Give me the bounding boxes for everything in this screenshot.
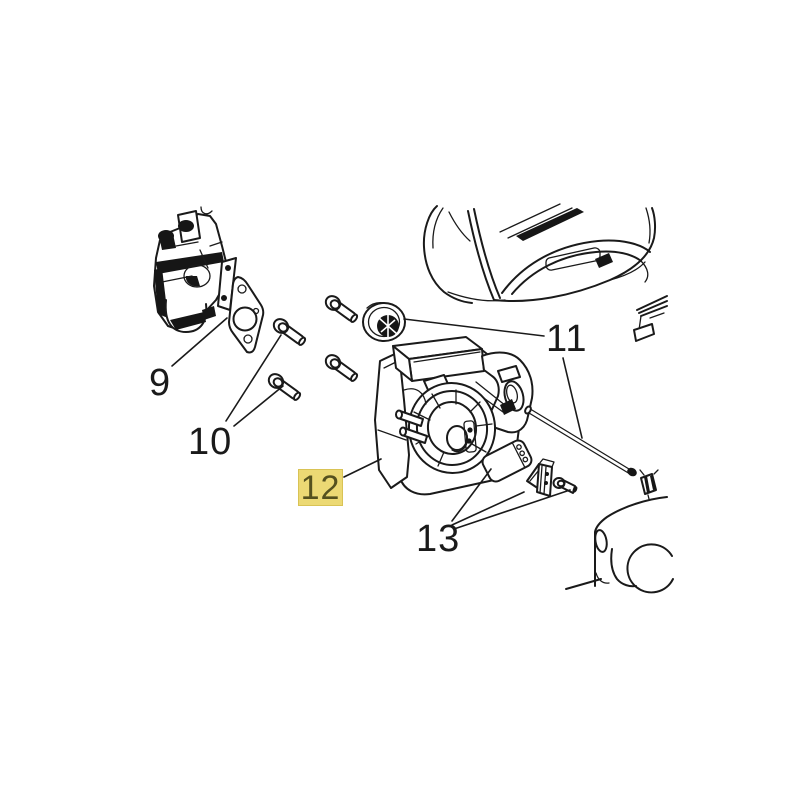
callout-10[interactable]: 10 — [188, 421, 233, 463]
leader-13c — [453, 489, 571, 530]
tube-clip-drawing — [639, 469, 659, 500]
cutoff-mark — [200, 206, 213, 215]
engine-cover-drawing — [422, 203, 657, 304]
bolt-mid-upper — [322, 292, 361, 326]
bolt-mid-lower — [322, 351, 361, 385]
leader-11b — [562, 357, 583, 439]
element-bracket-drawing — [526, 458, 555, 497]
small-screw-drawing — [552, 477, 578, 494]
grommet-drawing — [362, 302, 406, 342]
leader-10a — [225, 334, 282, 422]
bolt-left-lower — [265, 370, 304, 404]
leader-13b — [451, 491, 525, 526]
leader-9 — [171, 317, 228, 367]
gasket-drawing — [228, 276, 265, 354]
air-cleaner-base-drawing — [374, 336, 534, 496]
leader-lines — [171, 317, 583, 530]
leader-13a — [451, 468, 492, 522]
leader-11a — [403, 318, 545, 337]
element-plate-drawing — [481, 439, 533, 483]
callout-11[interactable]: 11 — [546, 318, 588, 360]
callout-9[interactable]: 9 — [149, 362, 172, 404]
leader-10b — [233, 385, 284, 427]
callout-13[interactable]: 13 — [416, 518, 461, 560]
crankcase-outline-drawing — [565, 496, 674, 594]
leader-12 — [343, 458, 382, 478]
breather-tube-drawing — [524, 405, 637, 477]
callout-12-highlighted[interactable]: 12 — [298, 469, 343, 506]
carburetor-drawing — [153, 210, 237, 333]
rail-bracket-drawing — [633, 295, 668, 342]
